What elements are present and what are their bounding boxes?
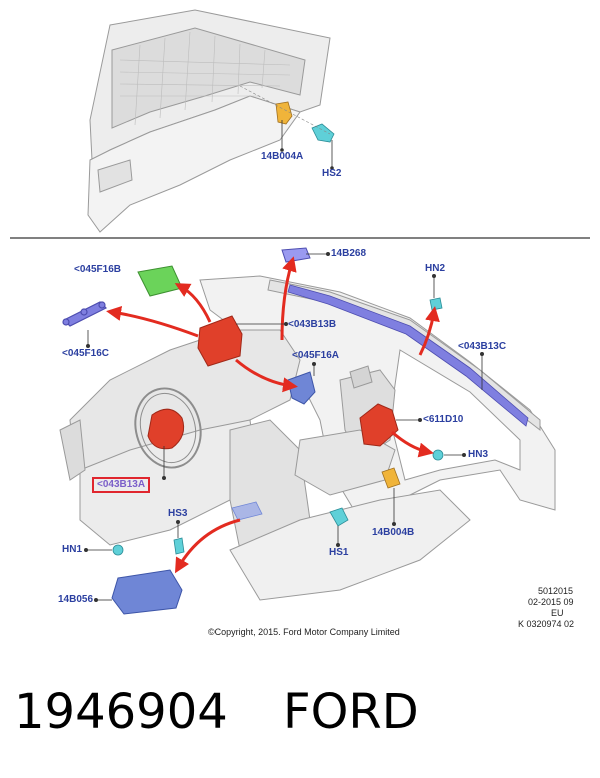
passenger-airbag-cover [137,265,183,297]
passenger-airbag-bracket [62,301,108,327]
sensor-hs3 [173,537,185,555]
side-impact-sensor-hs1 [329,507,349,527]
label-hs2: HS2 [322,168,342,179]
label-hs1: HS1 [329,547,349,558]
ref-code-4: K 0320974 02 [518,619,575,629]
label-14b004a: 14B004A [261,151,304,162]
label-hn2: HN2 [425,263,446,274]
vehicle-interior-illustration [59,275,556,601]
label-14b268: 14B268 [331,248,367,259]
pillar-sensor-bracket [381,467,401,489]
label-045f16b: <045F16B [74,264,121,275]
label-043b13a: <043B13A [92,477,151,493]
ref-code-3: EU [551,608,564,618]
bumper-impact-sensor [311,123,335,143]
steering-wheel [134,387,202,469]
part-number: 1946904 [14,684,228,740]
location-arrows [106,256,440,574]
curtain-airbag [287,284,529,427]
copyright-text: ©Copyright, 2015. Ford Motor Company Lim… [208,627,400,637]
roof-sensor-bracket [281,247,311,263]
label-hn1: HN1 [62,544,83,555]
passenger-airbag-module [197,315,243,367]
driver-airbag-module [147,408,185,450]
label-043b13b: <043B13B [288,319,337,330]
label-043b13c: <043B13C [458,341,507,352]
fastener-hn2 [429,297,443,311]
label-045f16a: <045F16A [292,350,339,361]
label-hs3: HS3 [168,508,188,519]
brand-name: FORD [283,684,419,740]
side-airbag-module [359,403,399,447]
fastener-hn3 [432,449,444,461]
leader-lines [84,251,484,603]
label-611d10: <611D10 [423,414,464,425]
label-045f16c: <045F16C [62,348,109,359]
fastener-hn1 [112,544,124,556]
label-14b004b: 14B004B [372,527,415,538]
ref-code-2: 02-2015 09 [528,597,574,607]
label-14b056: 14B056 [58,594,94,605]
label-hn3: HN3 [468,449,489,460]
front-bumper-illustration [87,9,331,233]
ref-code-1: 5012015 [538,586,574,596]
restraints-control-module [111,569,183,615]
module-location-ghost [231,501,263,521]
